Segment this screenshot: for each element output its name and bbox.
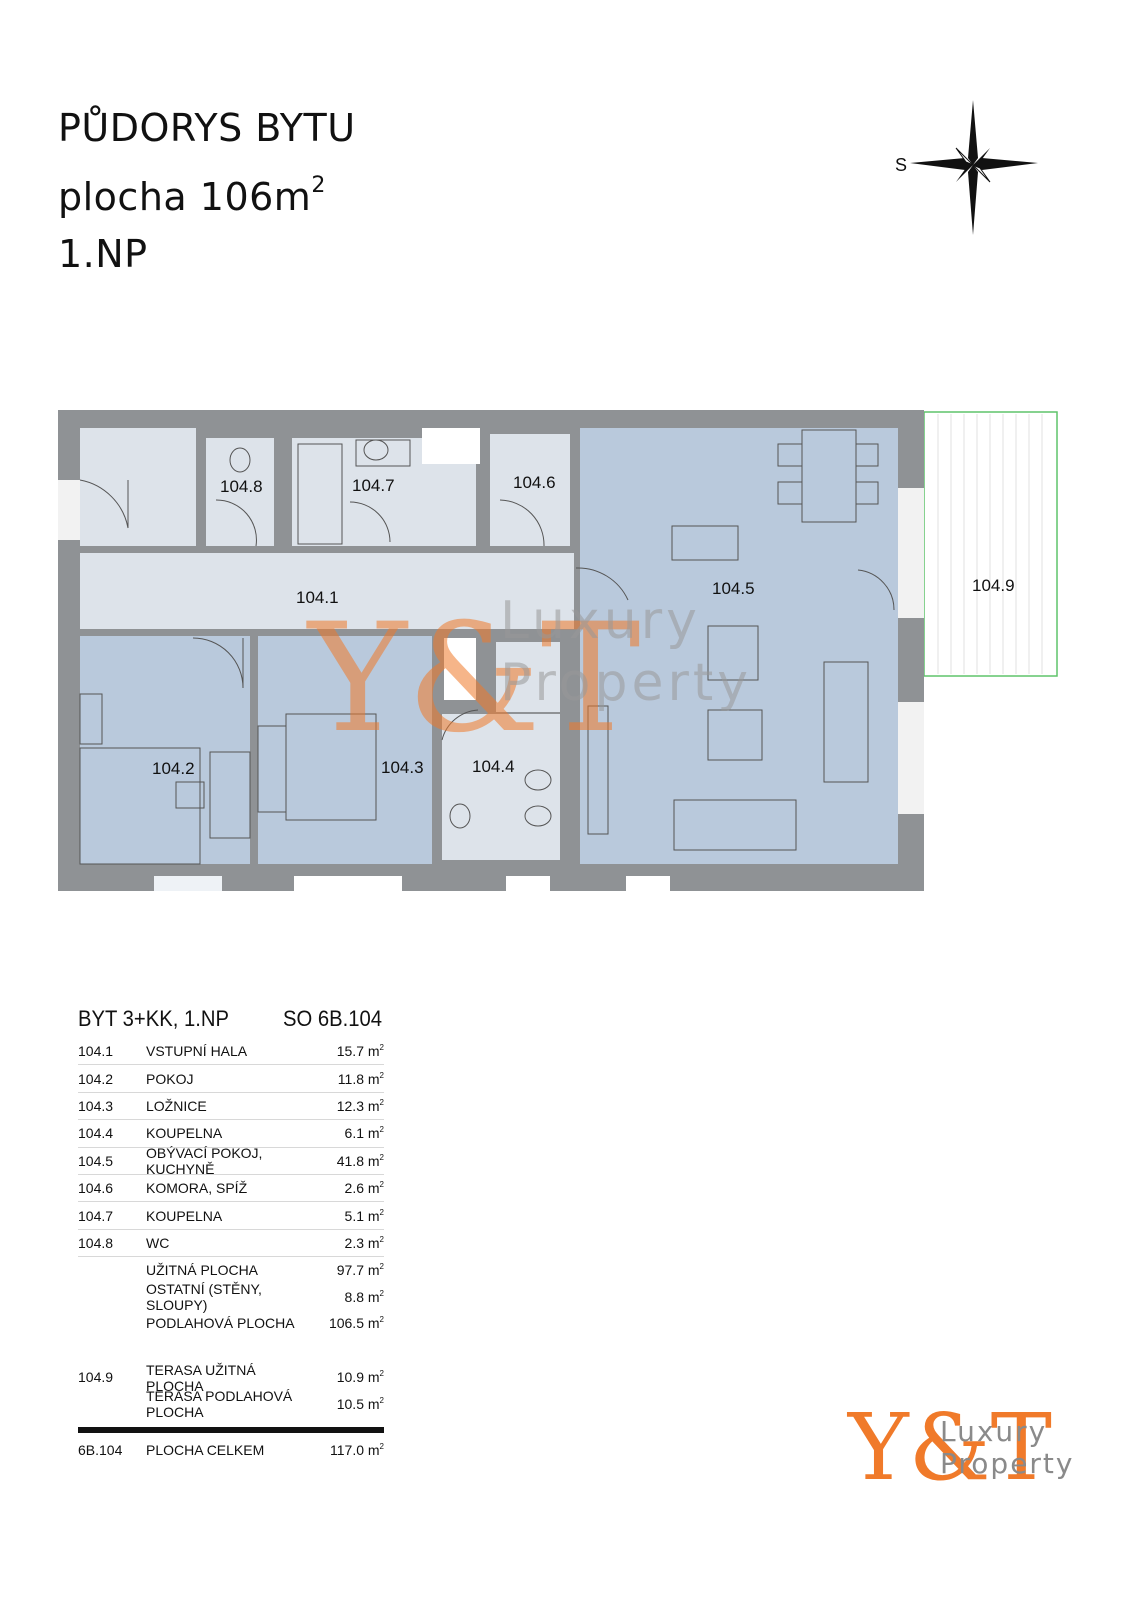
room-label-104-3: 104.3 — [381, 758, 424, 777]
room-104-1-corridor — [80, 553, 574, 629]
floor-plan: Y&T Luxury Property 104.8 104.7 104.6 10… — [58, 410, 1058, 891]
logo-mark: Y&T — [848, 1394, 1052, 1501]
room-label-104-8: 104.8 — [220, 477, 263, 496]
room-label-104-1: 104.1 — [296, 588, 339, 607]
room-label-104-6: 104.6 — [513, 473, 556, 492]
title-line-2: plocha 106m2 — [58, 173, 326, 219]
room-104-4-top — [496, 642, 560, 712]
room-label-104-2: 104.2 — [152, 759, 195, 778]
logo-text: Luxury Property — [940, 1415, 1075, 1480]
plan-title: PŮDORYS BYTU plocha 106m2 1.NP — [58, 100, 356, 283]
watermark-line-1: Luxury — [500, 591, 701, 651]
room-104-8 — [206, 438, 274, 546]
room-label-104-4: 104.4 — [472, 757, 515, 776]
room-label-104-7: 104.7 — [352, 476, 395, 495]
title-line-1: PŮDORYS BYTU — [58, 106, 356, 150]
room-104-4 — [442, 714, 560, 860]
room-104-1 — [80, 428, 196, 546]
schedule-code: SO 6B.104 — [283, 1006, 383, 1031]
room-label-104-9: 104.9 — [972, 576, 1015, 595]
watermark-logo: Y&T — [306, 592, 641, 766]
compass-label: S — [895, 155, 908, 175]
room-104-5 — [580, 428, 898, 864]
room-label-104-5: 104.5 — [712, 579, 755, 598]
room-104-3 — [258, 636, 432, 864]
table-row: OSTATNÍ (STĚNY, SLOUPY)8.8 m2 — [146, 1280, 384, 1313]
room-104-2 — [80, 636, 250, 864]
watermark-line-2: Property — [500, 653, 752, 713]
company-logo: Y&T Luxury Property — [848, 1398, 1078, 1508]
table-row-total: 6B.104 PLOCHA CELKEM 117.0 m2 — [78, 1442, 384, 1459]
schedule-header: BYT 3+KK, 1.NP SO 6B.104 — [78, 1006, 382, 1032]
divider — [78, 1427, 384, 1434]
room-104-6 — [490, 434, 570, 546]
title-line-3: 1.NP — [58, 232, 148, 276]
compass-rose-icon — [910, 100, 1038, 235]
schedule-title: BYT 3+KK, 1.NP — [78, 1006, 229, 1031]
